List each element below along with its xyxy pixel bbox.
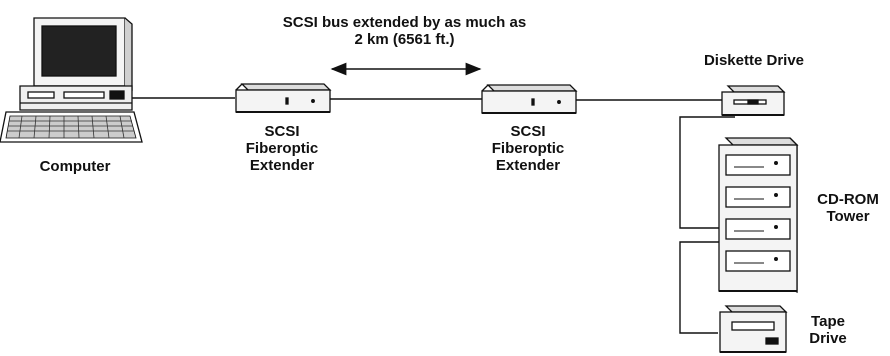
scsi-bus-cables: [132, 98, 722, 100]
computer-icon: [0, 18, 142, 142]
diskette-drive-icon: [722, 86, 784, 115]
bus-distance-note-line1: SCSI bus extended by as much as: [232, 14, 577, 31]
extender-right-label-line2: Fiberoptic: [478, 140, 578, 157]
tape-drive-icon: [720, 306, 786, 352]
cdrom-tower-label-line2: Tower: [812, 208, 884, 225]
tape-drive-label-line2: Drive: [800, 330, 856, 347]
extender-left-label: SCSI Fiberoptic Extender: [232, 123, 332, 174]
cdrom-tower-icon: [719, 138, 797, 292]
extender-left-label-line3: Extender: [232, 157, 332, 174]
extender-right-label-line3: Extender: [478, 157, 578, 174]
extender-left-label-line2: Fiberoptic: [232, 140, 332, 157]
diskette-drive-label: Diskette Drive: [684, 52, 824, 69]
tape-drive-label-line1: Tape: [800, 313, 856, 330]
extender-left-icon: [236, 84, 330, 112]
extender-right-icon: [482, 85, 576, 113]
bus-distance-note-line2: 2 km (6561 ft.): [232, 31, 577, 48]
extender-right-label-line1: SCSI: [478, 123, 578, 140]
extender-right-label: SCSI Fiberoptic Extender: [478, 123, 578, 174]
cdrom-tower-label: CD-ROM Tower: [812, 191, 884, 225]
bus-distance-note: SCSI bus extended by as much as 2 km (65…: [232, 14, 577, 48]
extender-left-label-line1: SCSI: [232, 123, 332, 140]
computer-label: Computer: [10, 158, 140, 175]
tape-drive-label: Tape Drive: [800, 313, 856, 347]
cdrom-tower-label-line1: CD-ROM: [812, 191, 884, 208]
